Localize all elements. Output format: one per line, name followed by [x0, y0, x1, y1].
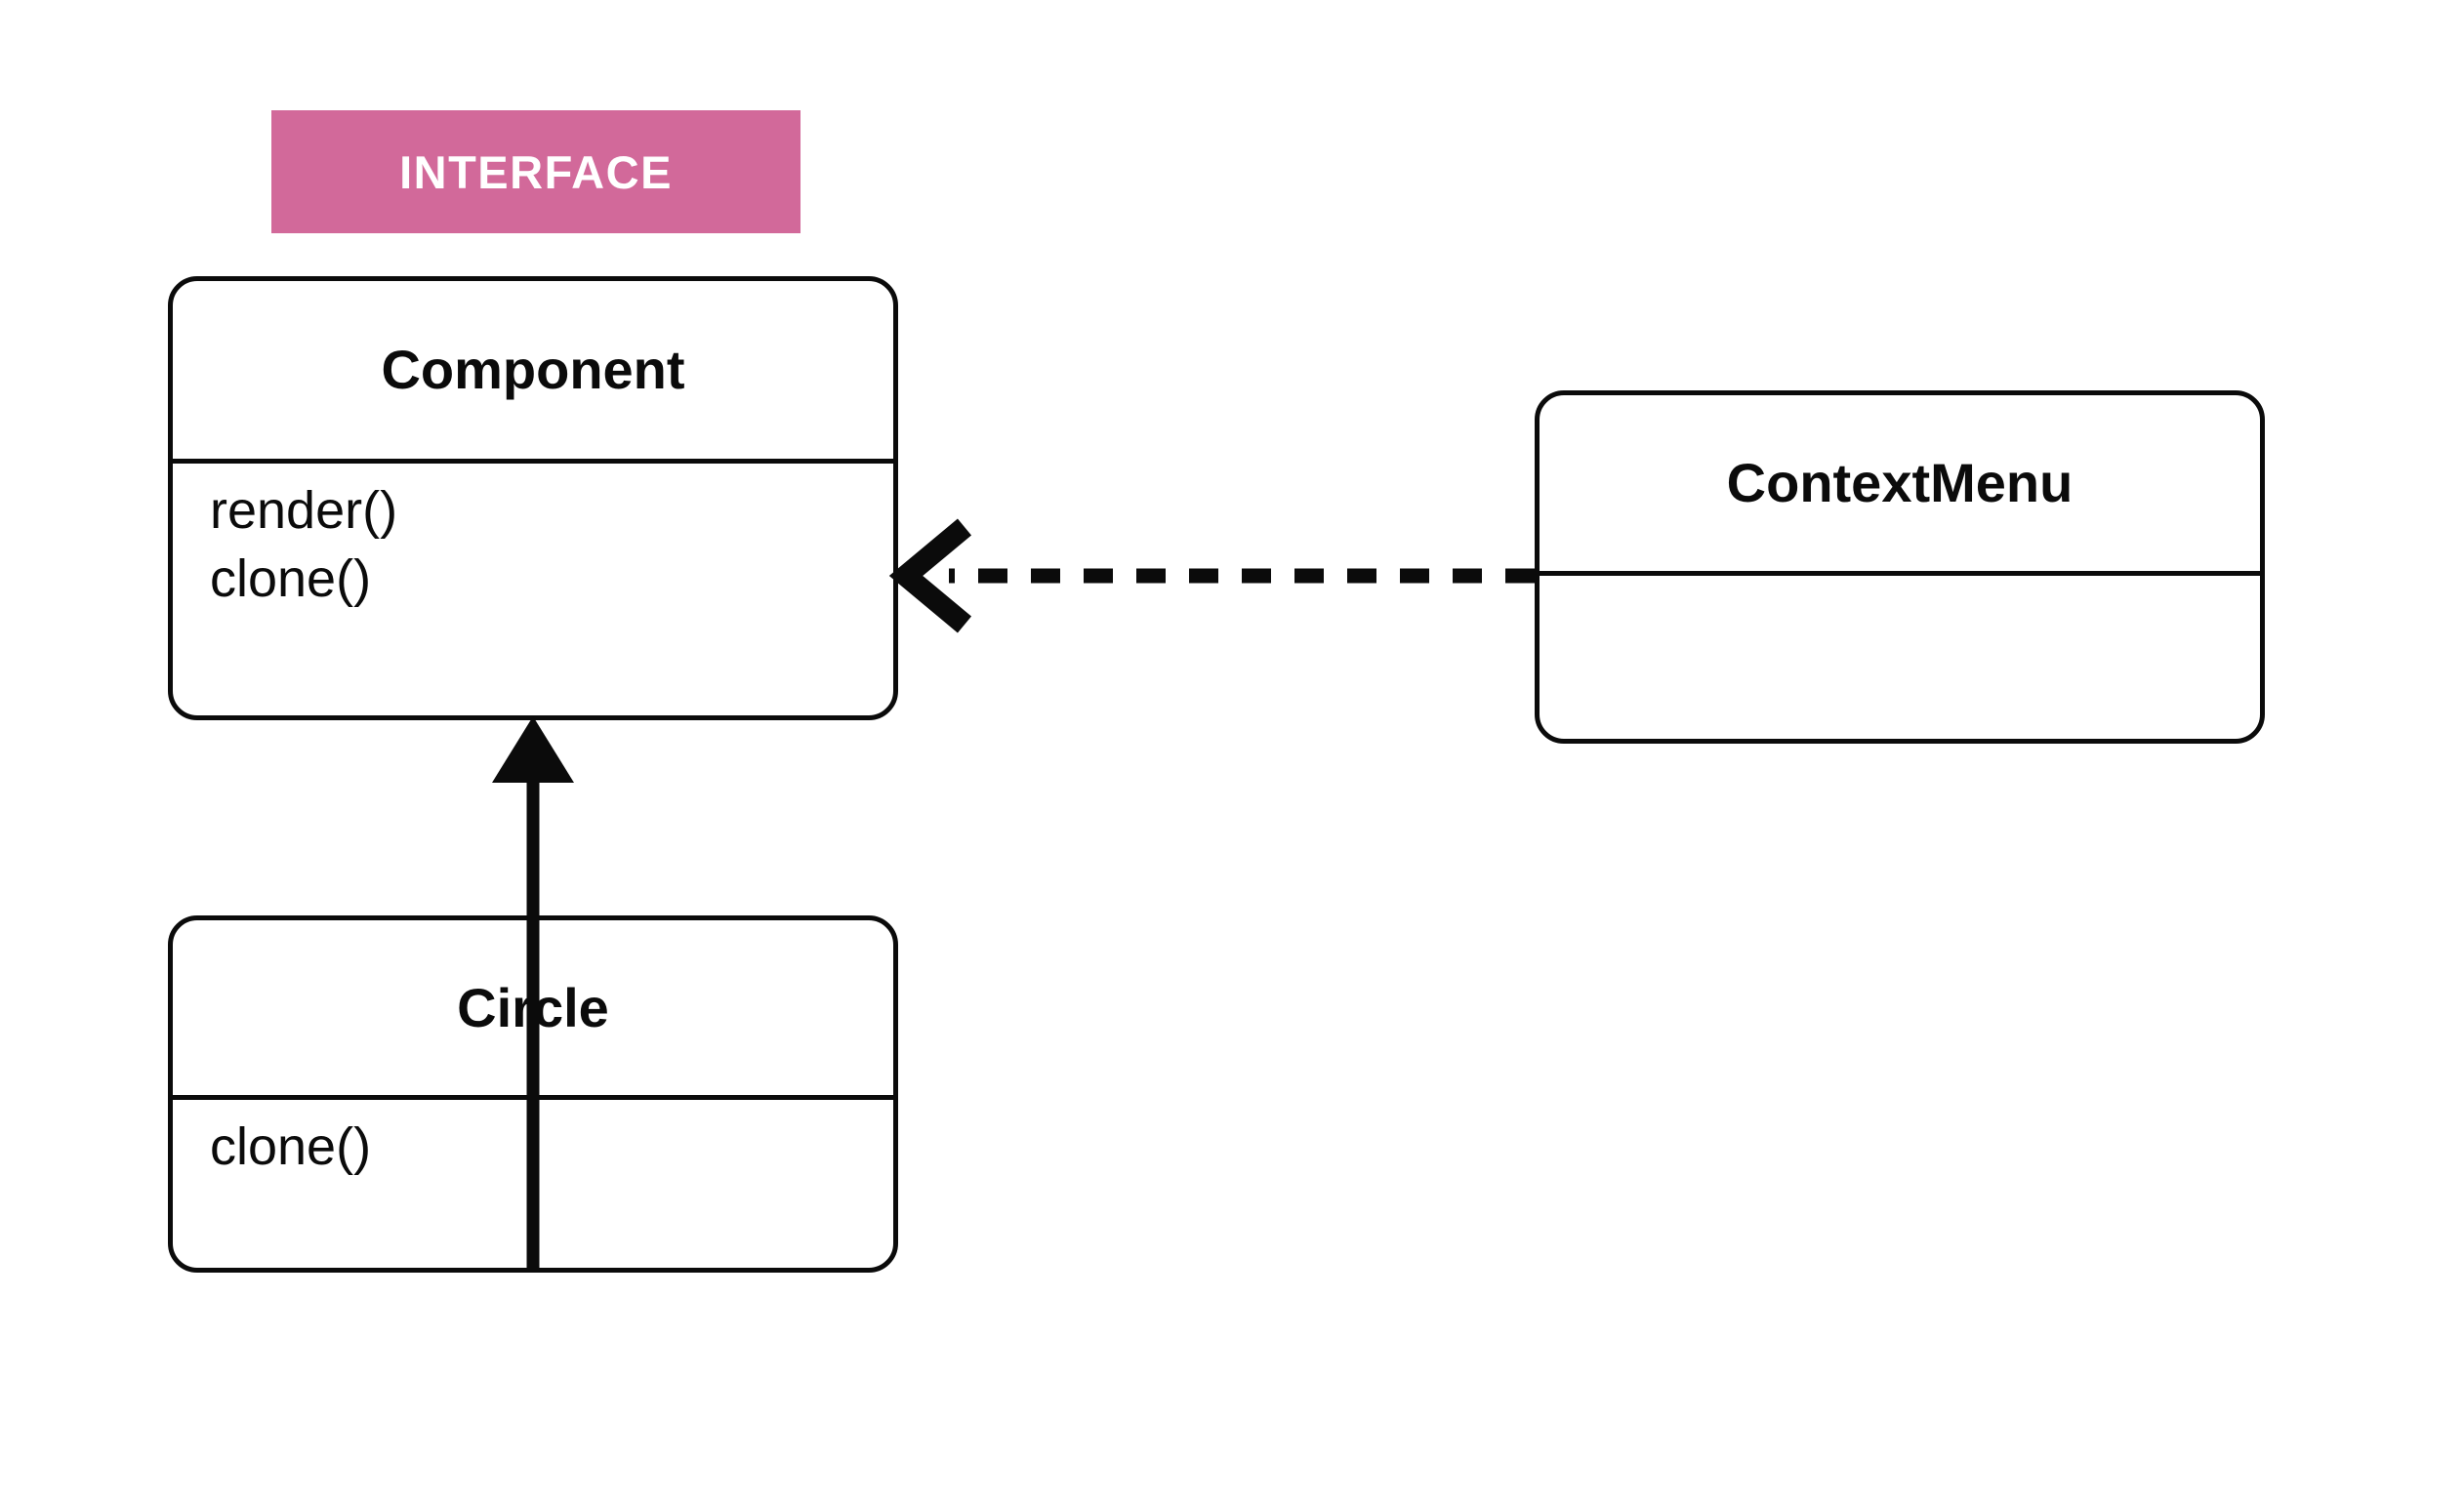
relationship-realization-contextmenu-component: [888, 518, 1535, 633]
class-title-zone-contextmenu: ContextMenu: [1540, 395, 2260, 571]
open-v-arrowhead-icon: [888, 518, 972, 633]
stereotype-badge-label: INTERFACE: [399, 145, 673, 198]
class-name-contextmenu: ContextMenu: [1726, 452, 2074, 513]
stereotype-badge-interface: INTERFACE: [271, 110, 801, 233]
class-method-render: render(): [210, 481, 398, 540]
class-title-zone-component: Component: [173, 281, 893, 459]
filled-triangle-arrowhead-icon: [492, 716, 574, 783]
class-members-circle: clone(): [173, 1100, 893, 1268]
class-method-clone: clone(): [210, 548, 372, 608]
class-members-contextmenu: [1540, 576, 2260, 739]
class-title-zone-circle: Circle: [173, 920, 893, 1095]
class-name-component: Component: [381, 339, 685, 400]
class-name-circle: Circle: [457, 976, 609, 1038]
class-box-circle[interactable]: Circle clone(): [168, 915, 898, 1273]
class-members-component: render() clone(): [173, 464, 893, 715]
class-box-contextmenu[interactable]: ContextMenu: [1535, 390, 2265, 744]
class-method-clone: clone(): [210, 1117, 372, 1176]
class-divider-contextmenu: [1540, 571, 2260, 576]
class-divider-component: [173, 459, 893, 464]
class-box-component[interactable]: Component render() clone(): [168, 276, 898, 720]
